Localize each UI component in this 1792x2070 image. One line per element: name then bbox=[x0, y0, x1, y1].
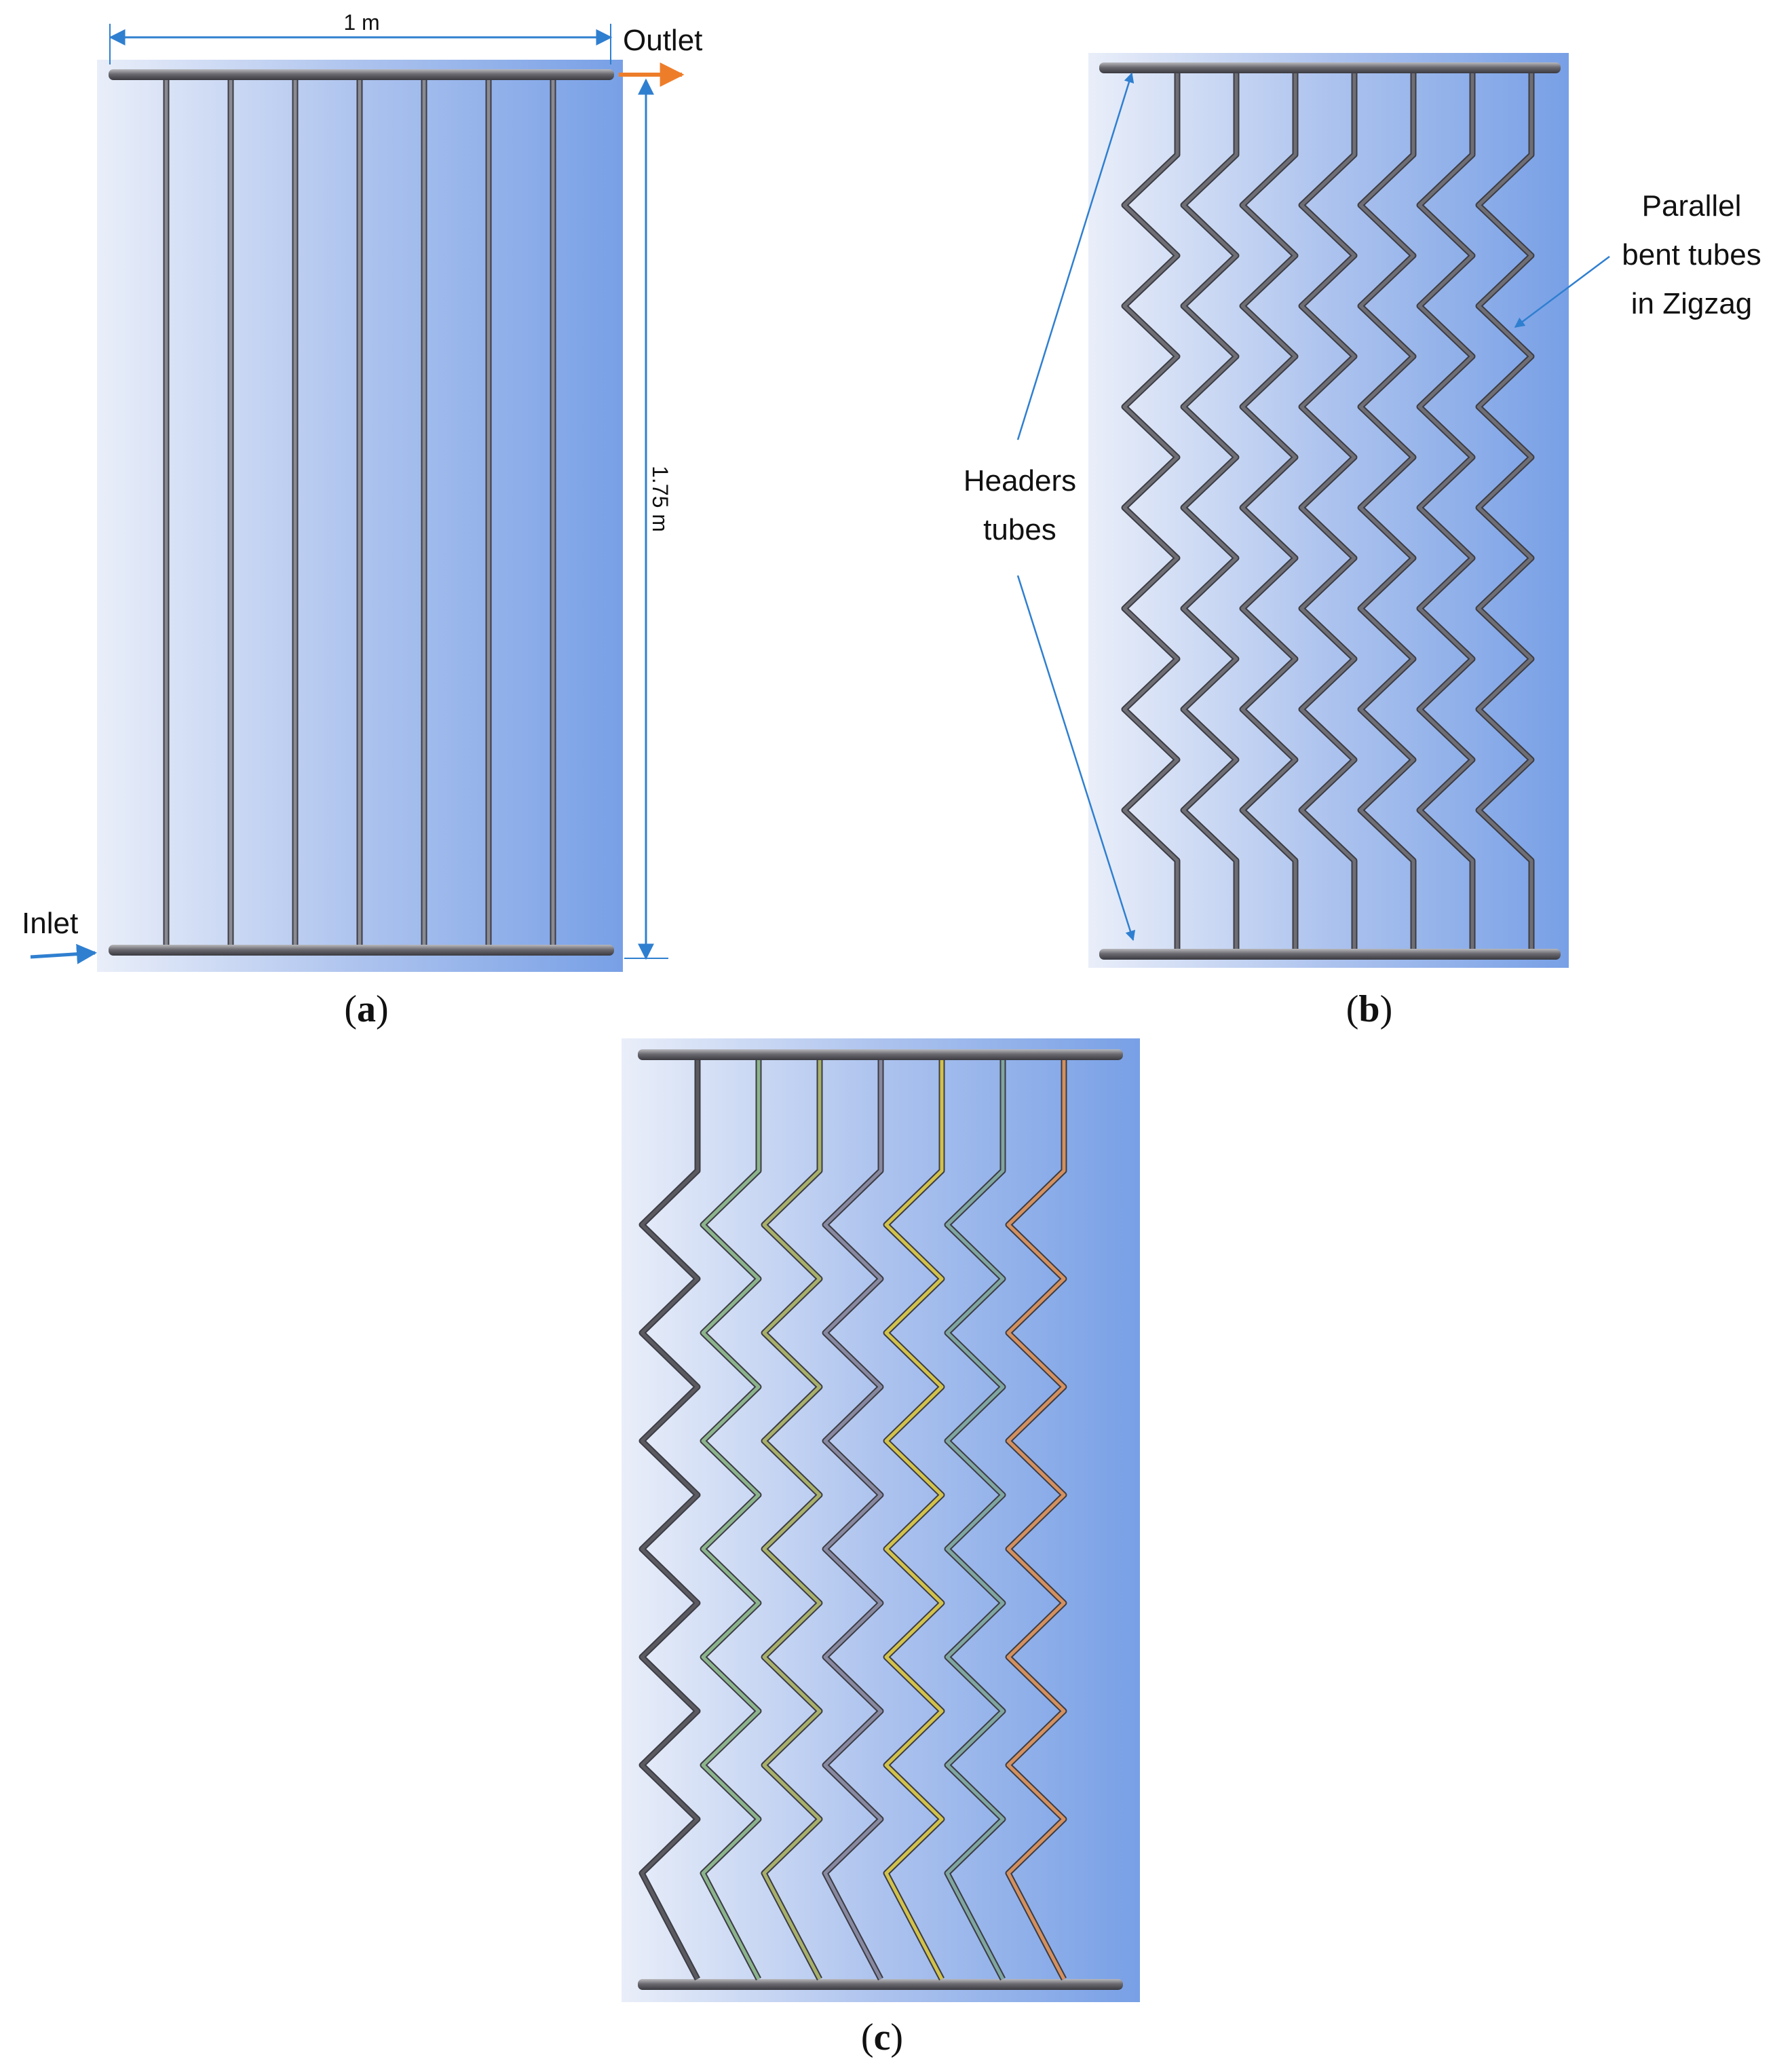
panel-c-header-bottom bbox=[638, 1979, 1123, 1990]
panel-a-straight-tubes bbox=[163, 80, 556, 945]
panel-a-width-label: 1 m bbox=[343, 10, 379, 35]
panel-a-caption: (a) bbox=[344, 988, 388, 1030]
panel-c-tube-4 bbox=[823, 1060, 883, 1980]
panel-b-tube-2 bbox=[1181, 73, 1238, 949]
panel-c: (c) bbox=[622, 1038, 1140, 2058]
panel-c-tube-2 bbox=[701, 1060, 761, 1980]
panel-c-tube-1 bbox=[640, 1060, 700, 1980]
panel-b-zigzag-tubes bbox=[1121, 73, 1535, 949]
panel-c-caption: (c) bbox=[861, 2016, 903, 2058]
panel-c-tube-7 bbox=[1006, 1060, 1066, 1980]
panel-b-headers-leader-top bbox=[1016, 72, 1135, 440]
panel-b-tube-6 bbox=[1417, 73, 1474, 949]
panel-b-tube-5 bbox=[1358, 73, 1415, 949]
panel-b-parallel-leader bbox=[1514, 255, 1610, 328]
panel-a: 1 m 1.75 m Outlet Inlet (a) bbox=[22, 10, 702, 1030]
panel-c-header-top bbox=[638, 1049, 1123, 1060]
panel-c-caption-letter: c bbox=[874, 2016, 891, 2058]
panel-a-caption-letter: a bbox=[357, 988, 376, 1030]
panel-c-tube-3 bbox=[762, 1060, 822, 1980]
panel-c-plate bbox=[622, 1038, 1140, 2002]
panel-a-inlet-label: Inlet bbox=[22, 907, 78, 940]
panel-a-header-top bbox=[109, 69, 614, 80]
panel-b-tube-4 bbox=[1299, 73, 1356, 949]
panel-b: Headers tubes Parallel bent tubes in Zig… bbox=[964, 53, 1761, 1030]
panel-c-zigzag-tubes bbox=[638, 1060, 1067, 1981]
panel-a-outlet-label: Outlet bbox=[623, 24, 702, 57]
panel-c-tube-5 bbox=[884, 1060, 944, 1980]
panel-a-inlet-arrow bbox=[30, 943, 97, 964]
panel-b-caption-letter: b bbox=[1358, 988, 1379, 1030]
panel-b-headers-leader-bottom bbox=[1016, 575, 1136, 941]
panel-b-tube-1 bbox=[1122, 73, 1179, 949]
panel-a-header-bottom bbox=[109, 945, 614, 956]
panel-b-caption: (b) bbox=[1346, 988, 1392, 1030]
panel-b-tube-3 bbox=[1240, 73, 1297, 949]
panel-a-height-label: 1.75 m bbox=[648, 466, 672, 532]
panel-b-header-bottom bbox=[1099, 949, 1561, 960]
panel-b-headers-label-line1: Headers bbox=[964, 464, 1076, 497]
panel-b-parallel-label-line3: in Zigzag bbox=[1631, 287, 1753, 320]
panel-b-plate bbox=[1088, 53, 1569, 968]
panel-b-tube-7 bbox=[1476, 73, 1533, 949]
panel-c-tube-6 bbox=[945, 1060, 1005, 1980]
panel-b-parallel-label-line2: bent tubes bbox=[1622, 238, 1761, 271]
panel-b-headers-label-line2: tubes bbox=[983, 513, 1056, 546]
panel-b-header-top bbox=[1099, 62, 1561, 73]
panel-b-parallel-label-line1: Parallel bbox=[1642, 189, 1742, 223]
